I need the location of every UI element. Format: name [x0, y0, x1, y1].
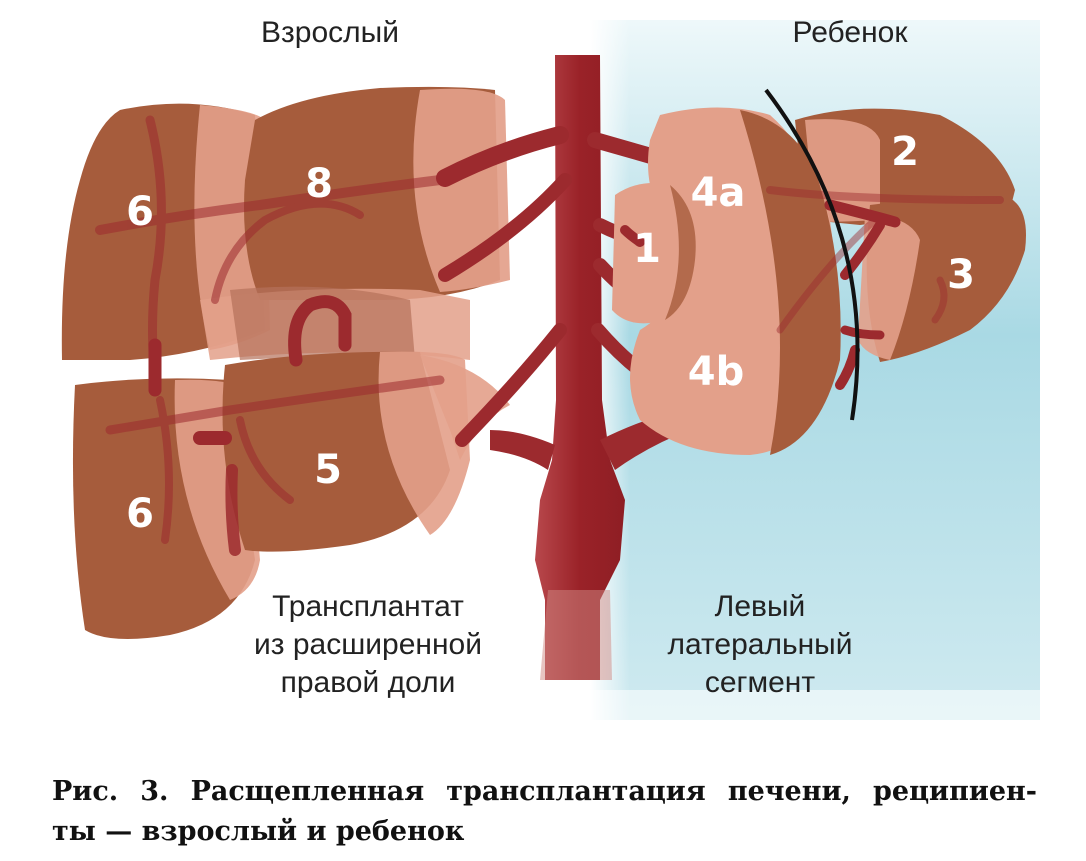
liver-split-diagram: Взрослый Ребенок 6 8 6 5 1 4a 4b 2 3 Тра…: [61, 16, 1040, 720]
segment-label-2: 2: [891, 129, 919, 175]
split-line: [764, 88, 860, 421]
caption-line-1: Рис. 3. Расщепленная трансплантация пече…: [52, 776, 1037, 807]
group-title-child: Ребенок: [792, 16, 908, 49]
graft-label-left-lateral: Левый латеральный сегмент: [667, 590, 853, 699]
figure-caption: Рис. 3. Расщепленная трансплантация пече…: [52, 772, 1037, 852]
segment-label-6: 6: [126, 491, 154, 537]
caption-line-2: ты — взрослый и ребенок: [52, 816, 465, 847]
segment-label-5: 5: [314, 447, 342, 493]
segment-label-3: 3: [947, 252, 975, 298]
left-lateral-graft: [612, 107, 1026, 455]
segment-label-4b: 4b: [687, 349, 745, 395]
group-title-adult: Взрослый: [261, 16, 399, 49]
segment-label-1: 1: [633, 226, 661, 272]
graft-label-right-lobe: Трансплантат из расширенной правой доли: [254, 590, 482, 699]
segment-label-4a: 4a: [690, 170, 746, 216]
right-lobe-graft: [61, 86, 510, 639]
liver-illustration: [61, 20, 1040, 720]
segment-label-8: 8: [305, 161, 333, 207]
segment-label-7: 6: [126, 189, 154, 235]
segment-1: [612, 182, 696, 324]
